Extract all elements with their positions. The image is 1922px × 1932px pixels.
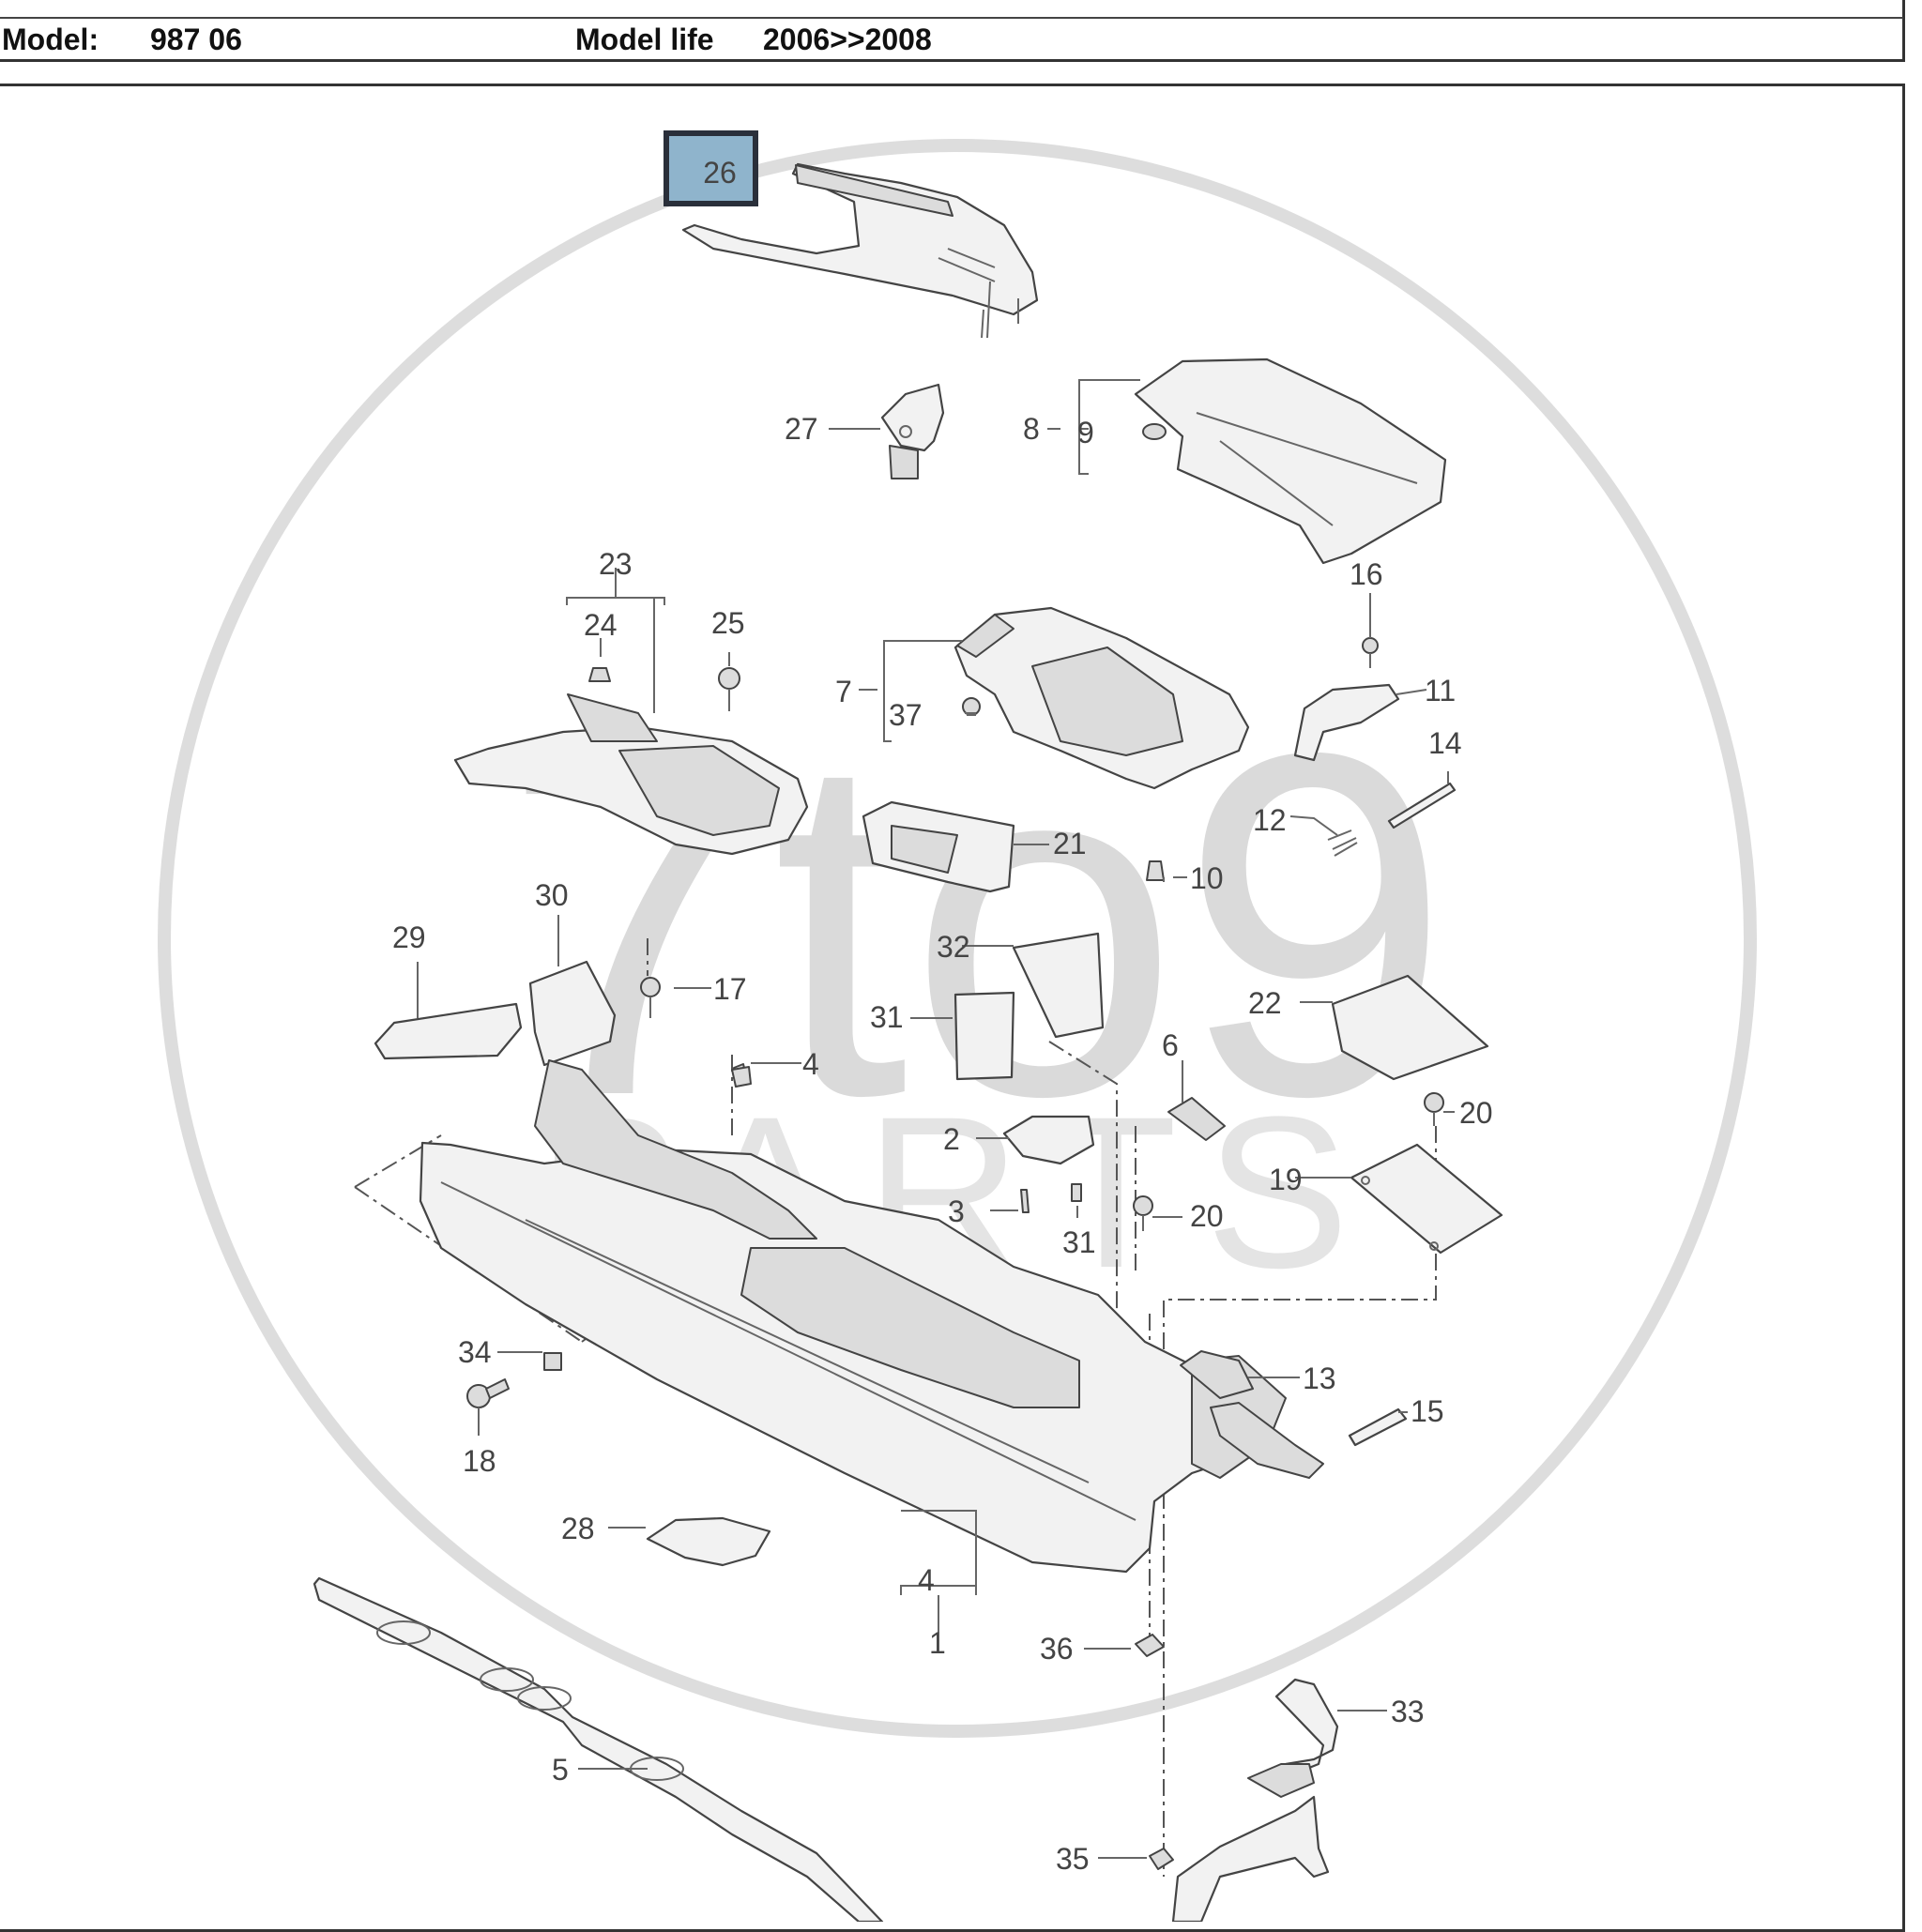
callout-24: 24 bbox=[584, 608, 618, 642]
part-32-pad bbox=[1012, 932, 1105, 1039]
part-6-switch bbox=[1167, 1097, 1226, 1141]
small-parts[interactable] bbox=[731, 1066, 1226, 1165]
callout-37: 37 bbox=[889, 698, 923, 732]
part-7-storage-box[interactable] bbox=[953, 606, 1250, 790]
callout-18: 18 bbox=[463, 1444, 496, 1478]
callout-28: 28 bbox=[561, 1512, 595, 1545]
model-label: Model: bbox=[2, 23, 99, 56]
part-18-screw[interactable] bbox=[466, 1378, 510, 1408]
part-27-shift-knob[interactable] bbox=[880, 383, 945, 479]
callout-9: 9 bbox=[1077, 416, 1094, 449]
callout-29: 29 bbox=[392, 920, 426, 954]
part-15-pin[interactable] bbox=[1348, 1407, 1408, 1447]
callout-22: 22 bbox=[1248, 986, 1282, 1020]
leader-lines bbox=[417, 379, 1455, 1859]
model-life-label: Model life bbox=[575, 23, 714, 56]
part-29-pad bbox=[374, 1002, 523, 1060]
callout-16: 16 bbox=[1350, 557, 1383, 591]
callout-19: 19 bbox=[1269, 1163, 1303, 1196]
part-26-top-trim[interactable] bbox=[681, 162, 1039, 339]
part-22-liner[interactable] bbox=[1331, 974, 1489, 1081]
callout-11: 11 bbox=[1425, 674, 1456, 707]
callout-35: 35 bbox=[1056, 1842, 1090, 1876]
callout-31: 31 bbox=[870, 1000, 904, 1034]
callout-1: 1 bbox=[929, 1626, 946, 1660]
callout-labels: 27 8 9 16 23 24 25 7 37 11 14 12 21 10 3… bbox=[392, 412, 1493, 1876]
callout-36: 36 bbox=[1040, 1632, 1074, 1666]
callout-4-lower: 4 bbox=[918, 1563, 935, 1597]
callout-4-upper: 4 bbox=[802, 1047, 819, 1081]
callout-6: 6 bbox=[1162, 1028, 1179, 1062]
part-2-tray bbox=[1002, 1115, 1095, 1165]
callout-32: 32 bbox=[937, 930, 970, 964]
callout-5: 5 bbox=[552, 1753, 569, 1787]
callout-27: 27 bbox=[785, 412, 818, 446]
callout-34: 34 bbox=[458, 1335, 492, 1369]
part-23-shift-surround[interactable] bbox=[453, 693, 809, 856]
callout-12: 12 bbox=[1253, 803, 1287, 837]
callout-21: 21 bbox=[1053, 827, 1087, 860]
part-31-pad bbox=[953, 991, 1015, 1081]
callout-23: 23 bbox=[599, 547, 633, 581]
part-34-nut[interactable] bbox=[543, 1352, 562, 1371]
callout-10: 10 bbox=[1190, 861, 1224, 895]
callout-25: 25 bbox=[711, 606, 745, 640]
part-28-cover[interactable] bbox=[646, 1516, 771, 1567]
callout-26-label: 26 bbox=[703, 156, 737, 190]
header-bar bbox=[0, 0, 1905, 62]
callout-17: 17 bbox=[713, 972, 747, 1006]
callout-30: 30 bbox=[535, 878, 569, 912]
part-12-spring[interactable] bbox=[1327, 829, 1358, 857]
part-5-strip[interactable] bbox=[313, 1576, 884, 1922]
callout-2: 2 bbox=[943, 1122, 960, 1156]
callout-20-upper: 20 bbox=[1459, 1096, 1493, 1130]
callout-14: 14 bbox=[1428, 726, 1462, 760]
callout-3: 3 bbox=[948, 1194, 965, 1228]
model-life-value: 2006>>2008 bbox=[763, 23, 932, 56]
callout-15: 15 bbox=[1411, 1394, 1444, 1428]
part-1-center-console[interactable] bbox=[419, 1059, 1287, 1574]
clips-and-bottom-bracket[interactable] bbox=[1135, 1634, 1330, 1922]
callout-20-lower: 20 bbox=[1190, 1199, 1224, 1233]
callout-31-lower: 31 bbox=[1062, 1225, 1096, 1259]
part-11-bracket[interactable] bbox=[1293, 683, 1400, 762]
part-8-armrest-lid[interactable] bbox=[1134, 357, 1447, 565]
callout-33: 33 bbox=[1391, 1695, 1425, 1728]
callout-26-selected[interactable]: 26 bbox=[664, 130, 758, 206]
part-33-bracket[interactable] bbox=[1247, 1678, 1339, 1798]
model-value: 987 06 bbox=[150, 23, 242, 56]
callout-13: 13 bbox=[1303, 1362, 1336, 1395]
pads[interactable] bbox=[374, 932, 1105, 1081]
callout-8: 8 bbox=[1023, 412, 1040, 446]
part-21-tray[interactable] bbox=[862, 800, 1015, 893]
part-14-rod[interactable] bbox=[1387, 782, 1457, 829]
header-divider bbox=[0, 17, 1903, 19]
part-30-pad bbox=[528, 960, 617, 1067]
part-19-panel[interactable] bbox=[1350, 1143, 1503, 1255]
callout-7: 7 bbox=[835, 675, 852, 708]
part-4-clip bbox=[731, 1066, 752, 1088]
part-13-handle[interactable] bbox=[1180, 1350, 1324, 1479]
